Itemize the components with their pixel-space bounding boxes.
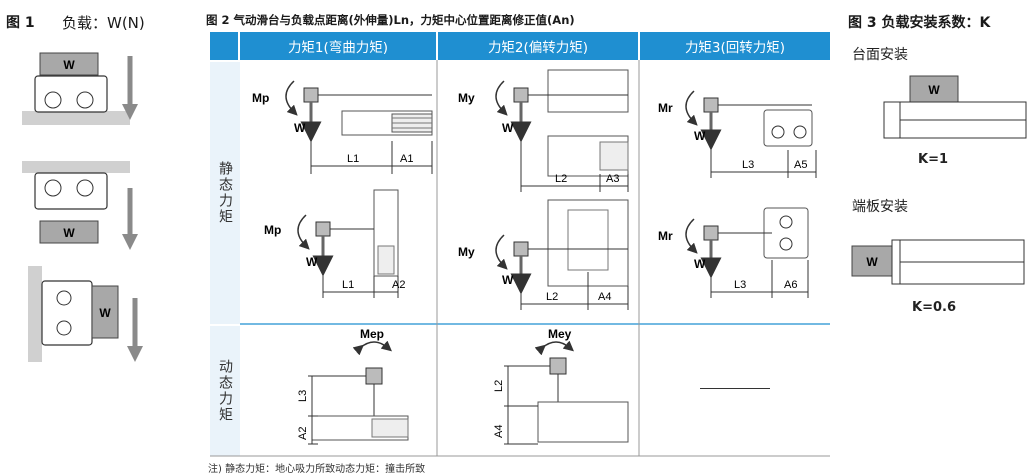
my-top-load: W bbox=[502, 121, 514, 135]
diagram-mey-dynamic: Mey L2 A4 bbox=[493, 327, 629, 445]
mey-moment: Mey bbox=[548, 327, 572, 341]
my-top-moment: My bbox=[458, 91, 475, 105]
mp-top-correction: A1 bbox=[400, 153, 413, 165]
header-corner bbox=[210, 32, 238, 60]
mr-bottom-length: L3 bbox=[734, 279, 746, 291]
mp-bottom-correction: A2 bbox=[392, 279, 405, 291]
mr-top-moment: Mr bbox=[658, 101, 673, 115]
fig1-number: 图 1 bbox=[6, 15, 35, 31]
row-label-dynamic: 动态力矩 bbox=[210, 326, 240, 456]
fig3-case2-label: 端板安装 bbox=[852, 199, 908, 215]
fig1-w-label-3: W bbox=[99, 306, 111, 320]
fig1-case-ceiling-mount: W bbox=[22, 161, 138, 250]
row-label-static: 静态力矩 bbox=[210, 62, 240, 324]
mp-bottom-length: L1 bbox=[342, 279, 354, 291]
mep-moment: Mep bbox=[360, 327, 384, 341]
my-top-length: L2 bbox=[555, 173, 567, 185]
mp-top-moment: Mp bbox=[252, 91, 269, 105]
fig1-title: 负载：W(N) bbox=[62, 14, 145, 32]
fig3-case2-k: K=0.6 bbox=[912, 300, 956, 315]
mr-top-correction: A5 bbox=[794, 159, 807, 171]
column-header-yawing: 力矩2(偏转力矩) bbox=[438, 32, 638, 60]
fig3-case1-label: 台面安装 bbox=[852, 47, 908, 63]
mp-bottom-moment: Mp bbox=[264, 223, 281, 237]
mr-top-length: L3 bbox=[742, 159, 754, 171]
diagram-mr-static-top: Mr W L3 A5 bbox=[658, 90, 817, 178]
mr-bottom-moment: Mr bbox=[658, 229, 673, 243]
diagram-my-static-bottom: My W L2 A4 bbox=[458, 199, 629, 310]
mp-top-length: L1 bbox=[347, 153, 359, 165]
my-bottom-correction: A4 bbox=[598, 291, 611, 303]
fig1-diagram: W W W bbox=[22, 52, 143, 362]
fig3-case1-diagram: W bbox=[883, 75, 1027, 139]
fig1-case-wall-mount: W bbox=[28, 266, 143, 362]
fig3-w-label-1: W bbox=[928, 83, 940, 97]
mey-correction: A4 bbox=[493, 425, 505, 438]
mep-correction: A2 bbox=[297, 427, 309, 440]
diagram-mr-static-bottom: Mr W L3 A6 bbox=[658, 207, 809, 298]
mr-bottom-load: W bbox=[694, 257, 706, 271]
fig1-case-top-mount: W bbox=[22, 52, 138, 125]
my-bottom-load: W bbox=[502, 273, 514, 287]
fig3-title: 图 3 负载安装系数：K bbox=[848, 15, 991, 31]
my-bottom-length: L2 bbox=[546, 291, 558, 303]
diagram-mp-static-bottom: Mp W L1 A2 bbox=[264, 189, 405, 298]
column-header-bending: 力矩1(弯曲力矩) bbox=[240, 32, 436, 60]
mey-length: L2 bbox=[493, 380, 505, 392]
mep-length: L3 bbox=[297, 390, 309, 402]
diagram-mp-static-top: Mp W L1 A1 bbox=[252, 80, 433, 174]
mp-bottom-load: W bbox=[306, 255, 318, 269]
fig3-case2-diagram: W bbox=[851, 239, 1025, 285]
fig1-w-label-2: W bbox=[63, 226, 75, 240]
mr-top-load: W bbox=[694, 129, 706, 143]
fig2-title: 图 2 气动滑台与负载点距离(外伸量)Ln，力矩中心位置距离修正值(An) bbox=[206, 13, 575, 27]
mr-bottom-correction: A6 bbox=[784, 279, 797, 291]
diagram-my-static-top: My W L2 A3 bbox=[458, 69, 629, 192]
fig2-note: 注) 静态力矩：地心吸力所致动态力矩：撞击所致 bbox=[208, 464, 426, 475]
my-top-correction: A3 bbox=[606, 173, 619, 185]
fig3-case1-k: K=1 bbox=[918, 152, 949, 167]
rolling-dynamic-na bbox=[700, 388, 770, 389]
fig3-w-label-2: W bbox=[866, 255, 878, 269]
my-bottom-moment: My bbox=[458, 245, 475, 259]
diagram-mep-dynamic: Mep L3 A2 bbox=[297, 327, 409, 445]
mp-top-load: W bbox=[294, 121, 306, 135]
column-header-rolling: 力矩3(回转力矩) bbox=[640, 32, 830, 60]
fig1-w-label-1: W bbox=[63, 58, 75, 72]
